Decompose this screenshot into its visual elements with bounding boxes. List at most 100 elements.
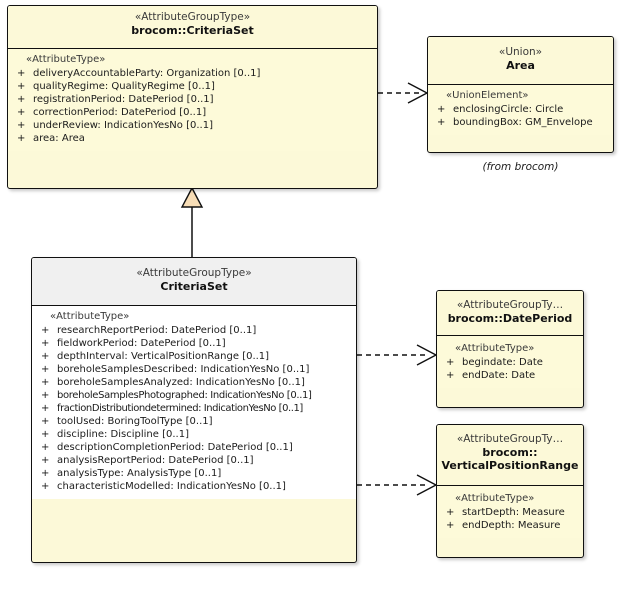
open-arrowhead-area — [407, 82, 429, 104]
attribute-signature: researchReportPeriod: DatePeriod [0..1] — [57, 324, 257, 336]
attribute-signature: analysisType: AnalysisType [0..1] — [57, 467, 222, 479]
attribute-compartment-stereotype: «UnionElement» — [446, 90, 529, 101]
class-attributes-compartment-dateperiod: «AttributeType» + begindate: Date + endD… — [437, 336, 583, 388]
attribute-row: + fieldworkPeriod: DatePeriod [0..1] — [38, 337, 352, 350]
class-name-line-1: brocom:: — [482, 445, 538, 459]
attribute-signature: deliveryAccountableParty: Organization [… — [33, 67, 261, 79]
attribute-row: + correctionPeriod: DatePeriod [0..1] — [14, 106, 373, 119]
dependency-criteriaset-to-area — [378, 82, 429, 104]
attribute-signature: discipline: Discipline [0..1] — [57, 428, 189, 440]
class-header-verticalpositionrange: «AttributeGroupTy… brocom:: VerticalPosi… — [437, 425, 583, 486]
attribute-row: + boreholeSamplesDescribed: IndicationYe… — [38, 363, 352, 376]
attribute-visibility: + — [41, 480, 50, 492]
attribute-visibility: + — [41, 415, 50, 427]
attribute-visibility: + — [446, 356, 455, 368]
attribute-signature: enclosingCircle: Circle — [453, 103, 564, 115]
class-header-area: «Union» Area — [428, 37, 613, 85]
attribute-visibility: + — [41, 350, 50, 362]
attribute-visibility: + — [17, 67, 26, 79]
attribute-visibility: + — [41, 467, 50, 479]
attribute-signature: descriptionCompletionPeriod: DatePeriod … — [57, 441, 293, 453]
attribute-visibility: + — [41, 337, 50, 349]
attribute-visibility: + — [41, 324, 50, 336]
attribute-row: + enclosingCircle: Circle — [434, 103, 609, 116]
class-header-dateperiod: «AttributeGroupTy… brocom::DatePeriod — [437, 291, 583, 336]
open-arrowhead-dateperiod — [416, 344, 438, 366]
class-name: Area — [506, 58, 535, 72]
attribute-row: + boreholeSamplesPhotographed: Indicatio… — [38, 389, 352, 402]
attribute-row: + boundingBox: GM_Envelope — [434, 116, 609, 129]
attribute-signature: boreholeSamplesAnalyzed: IndicationYesNo… — [57, 376, 305, 388]
attribute-row: + toolUsed: BoringToolType [0..1] — [38, 415, 352, 428]
attribute-visibility: + — [17, 132, 26, 144]
attribute-signature: area: Area — [33, 132, 85, 144]
package-origin-note-area: (from brocom) — [482, 161, 559, 173]
attribute-row: + depthInterval: VerticalPositionRange [… — [38, 350, 352, 363]
attribute-signature: endDate: Date — [462, 369, 536, 381]
class-box-brocom-criteriaset[interactable]: «AttributeGroupType» brocom::CriteriaSet… — [7, 5, 378, 189]
class-name: brocom::CriteriaSet — [131, 23, 254, 37]
attribute-visibility: + — [41, 363, 50, 375]
attribute-signature: qualityRegime: QualityRegime [0..1] — [33, 80, 215, 92]
attribute-row: + begindate: Date — [443, 356, 579, 369]
attribute-signature: endDepth: Measure — [462, 519, 561, 531]
attribute-row: + analysisReportPeriod: DatePeriod [0..1… — [38, 454, 352, 467]
attribute-signature: startDepth: Measure — [462, 506, 565, 518]
attribute-row: + area: Area — [14, 132, 373, 145]
class-box-verticalpositionrange[interactable]: «AttributeGroupTy… brocom:: VerticalPosi… — [436, 424, 584, 558]
class-stereotype: «AttributeGroupTy… — [456, 433, 564, 445]
attribute-row: + deliveryAccountableParty: Organization… — [14, 67, 373, 80]
generalization-criteriaset-to-brocom-criteriaset — [180, 186, 204, 257]
attribute-row: + boreholeSamplesAnalyzed: IndicationYes… — [38, 376, 352, 389]
attribute-visibility: + — [41, 441, 50, 453]
attribute-signature: toolUsed: BoringToolType [0..1] — [57, 415, 213, 427]
attribute-visibility: + — [41, 428, 50, 440]
attribute-signature: registrationPeriod: DatePeriod [0..1] — [33, 93, 214, 105]
attribute-signature: characteristicModelled: IndicationYesNo … — [57, 480, 286, 492]
class-header-brocom-criteriaset: «AttributeGroupType» brocom::CriteriaSet — [8, 6, 377, 49]
attribute-visibility: + — [446, 519, 455, 531]
attribute-visibility: + — [17, 80, 26, 92]
attribute-row: + characteristicModelled: IndicationYesN… — [38, 480, 352, 493]
attribute-row: + underReview: IndicationYesNo [0..1] — [14, 119, 373, 132]
attribute-compartment-stereotype: «AttributeType» — [455, 493, 535, 504]
attribute-signature: boreholeSamplesPhotographed: IndicationY… — [57, 389, 312, 401]
attribute-signature: boreholeSamplesDescribed: IndicationYesN… — [57, 363, 310, 375]
attribute-visibility: + — [41, 389, 50, 401]
attribute-compartment-stereotype: «AttributeType» — [26, 54, 106, 65]
attribute-signature: boundingBox: GM_Envelope — [453, 116, 593, 128]
class-attributes-compartment-area: «UnionElement» + enclosingCircle: Circle… — [428, 85, 613, 135]
class-box-criteriaset[interactable]: «AttributeGroupType» CriteriaSet «Attrib… — [31, 257, 357, 563]
dependency-criteriaset-to-dateperiod — [357, 344, 438, 366]
class-name: brocom::DatePeriod — [447, 311, 573, 325]
attribute-row: + endDepth: Measure — [443, 519, 579, 532]
attribute-compartment-stereotype: «AttributeType» — [455, 343, 535, 354]
attribute-compartment-stereotype: «AttributeType» — [50, 311, 130, 322]
class-box-dateperiod[interactable]: «AttributeGroupTy… brocom::DatePeriod «A… — [436, 290, 584, 408]
class-name: CriteriaSet — [160, 279, 228, 293]
class-stereotype: «AttributeGroupTy… — [456, 299, 564, 311]
class-box-area[interactable]: «Union» Area «UnionElement» + enclosingC… — [427, 36, 614, 153]
attribute-row: + qualityRegime: QualityRegime [0..1] — [14, 80, 373, 93]
attribute-visibility: + — [41, 402, 49, 414]
open-arrowhead-verticalpositionrange — [416, 474, 438, 496]
attribute-row: + registrationPeriod: DatePeriod [0..1] — [14, 93, 373, 106]
hollow-triangle-arrowhead — [180, 186, 204, 208]
class-stereotype: «AttributeGroupType» — [136, 267, 252, 279]
attribute-row: + endDate: Date — [443, 369, 579, 382]
attribute-visibility: + — [41, 376, 50, 388]
attribute-row: + discipline: Discipline [0..1] — [38, 428, 352, 441]
class-attributes-compartment-criteriaset: «AttributeType» + researchReportPeriod: … — [32, 306, 356, 499]
attribute-visibility: + — [17, 119, 26, 131]
attribute-visibility: + — [437, 116, 446, 128]
attribute-visibility: + — [446, 369, 455, 381]
attribute-signature: begindate: Date — [462, 356, 543, 368]
class-attributes-compartment-brocom-criteriaset: «AttributeType» + deliveryAccountablePar… — [8, 49, 377, 151]
class-attributes-compartment-verticalpositionrange: «AttributeType» + startDepth: Measure + … — [437, 486, 583, 538]
class-stereotype: «AttributeGroupType» — [134, 11, 251, 23]
attribute-row: + descriptionCompletionPeriod: DatePerio… — [38, 441, 352, 454]
attribute-row: + fractionDistributiondetermined: Indica… — [38, 402, 352, 415]
attribute-signature: depthInterval: VerticalPositionRange [0.… — [57, 350, 270, 362]
attribute-visibility: + — [41, 454, 50, 466]
